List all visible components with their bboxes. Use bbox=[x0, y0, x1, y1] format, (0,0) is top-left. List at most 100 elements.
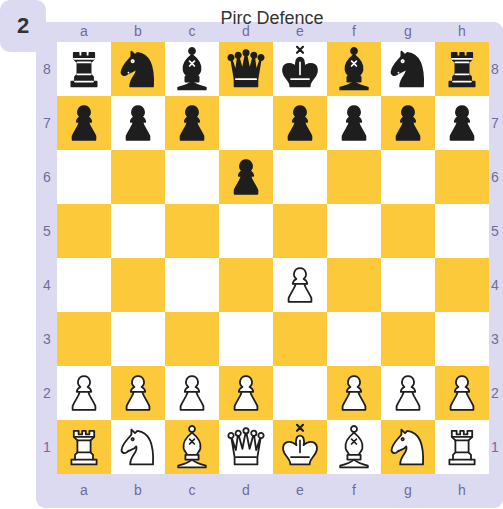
piece-outline bbox=[347, 376, 361, 392]
piece-outline bbox=[239, 160, 253, 176]
rank-number: 7 bbox=[491, 116, 499, 130]
board-square bbox=[165, 42, 219, 96]
piece-detail bbox=[352, 61, 357, 66]
piece-outline bbox=[401, 106, 415, 122]
chess-piece bbox=[340, 48, 368, 89]
piece-outline bbox=[351, 426, 357, 432]
chess-piece bbox=[127, 106, 150, 140]
piece-outline bbox=[122, 52, 154, 87]
file-letter: c bbox=[189, 483, 196, 497]
board-square bbox=[327, 366, 381, 420]
piece-outline bbox=[236, 53, 241, 58]
board-square bbox=[219, 312, 273, 366]
chess-pieces bbox=[71, 47, 474, 468]
piece-outline bbox=[401, 376, 415, 392]
piece-detail bbox=[77, 440, 90, 442]
piece-outline bbox=[178, 82, 206, 90]
piece-outline bbox=[345, 55, 362, 77]
board-square bbox=[111, 258, 165, 312]
piece-outline bbox=[251, 53, 256, 58]
piece-detail bbox=[455, 62, 468, 64]
piece-outline bbox=[73, 122, 96, 140]
piece-outline bbox=[289, 284, 312, 302]
board-square bbox=[57, 204, 111, 258]
rank-number: 2 bbox=[491, 386, 499, 400]
piece-outline bbox=[340, 82, 368, 90]
piece-outline bbox=[449, 431, 474, 465]
chess-piece bbox=[127, 376, 150, 410]
board-square bbox=[165, 420, 219, 474]
piece-outline bbox=[185, 106, 199, 122]
chess-piece bbox=[283, 425, 317, 465]
piece-detail bbox=[455, 452, 468, 454]
chess-piece bbox=[178, 48, 206, 89]
board-square bbox=[273, 150, 327, 204]
chess-piece bbox=[181, 106, 204, 140]
board-square bbox=[435, 420, 489, 474]
board-square bbox=[273, 204, 327, 258]
piece-outline bbox=[189, 426, 195, 432]
board-square bbox=[111, 420, 165, 474]
board-square bbox=[381, 204, 435, 258]
board-square bbox=[273, 258, 327, 312]
board-square bbox=[165, 258, 219, 312]
piece-detail bbox=[190, 61, 195, 66]
board-square bbox=[111, 366, 165, 420]
piece-outline bbox=[343, 392, 366, 410]
piece-outline bbox=[131, 106, 145, 122]
chess-piece bbox=[71, 53, 96, 87]
chess-piece bbox=[451, 106, 474, 140]
board-square bbox=[111, 150, 165, 204]
file-letter: f bbox=[352, 24, 356, 38]
piece-outline bbox=[283, 58, 317, 87]
rank-number: 1 bbox=[491, 440, 499, 454]
piece-detail bbox=[236, 456, 256, 458]
board-square bbox=[327, 150, 381, 204]
piece-outline bbox=[189, 48, 195, 54]
number-badge: 2 bbox=[0, 0, 46, 52]
piece-outline bbox=[258, 55, 263, 60]
chess-piece bbox=[289, 106, 312, 140]
board-square bbox=[327, 420, 381, 474]
piece-detail bbox=[128, 450, 130, 452]
piece-detail bbox=[74, 436, 94, 438]
piece-detail bbox=[452, 436, 472, 438]
rank-number: 7 bbox=[43, 116, 51, 130]
piece-outline bbox=[451, 392, 474, 410]
piece-outline bbox=[455, 376, 469, 392]
board-square bbox=[435, 150, 489, 204]
piece-detail bbox=[401, 438, 403, 440]
rank-number: 6 bbox=[491, 170, 499, 184]
rank-number: 8 bbox=[43, 62, 51, 76]
board-square bbox=[57, 150, 111, 204]
piece-outline bbox=[293, 268, 307, 284]
chess-piece bbox=[397, 376, 420, 410]
piece-detail bbox=[299, 62, 301, 74]
piece-outline bbox=[236, 431, 241, 436]
chess-piece bbox=[449, 431, 474, 465]
file-letter: h bbox=[458, 483, 466, 497]
board-frame bbox=[36, 22, 503, 508]
board-square bbox=[435, 312, 489, 366]
board-square bbox=[57, 312, 111, 366]
piece-outline bbox=[228, 433, 233, 438]
board-square bbox=[327, 312, 381, 366]
rank-number: 3 bbox=[491, 332, 499, 346]
piece-detail bbox=[455, 74, 468, 76]
board-square bbox=[111, 204, 165, 258]
rank-number: 8 bbox=[491, 62, 499, 76]
board-square bbox=[219, 96, 273, 150]
board-square bbox=[273, 312, 327, 366]
piece-detail bbox=[77, 74, 90, 76]
board-square bbox=[327, 96, 381, 150]
chess-piece bbox=[73, 376, 96, 410]
board-square bbox=[165, 204, 219, 258]
chess-piece bbox=[449, 53, 474, 87]
piece-outline bbox=[251, 431, 256, 436]
rank-number: 2 bbox=[43, 386, 51, 400]
board-square bbox=[273, 96, 327, 150]
piece-detail bbox=[401, 60, 403, 62]
piece-outline bbox=[231, 53, 261, 87]
file-letter: b bbox=[134, 24, 142, 38]
